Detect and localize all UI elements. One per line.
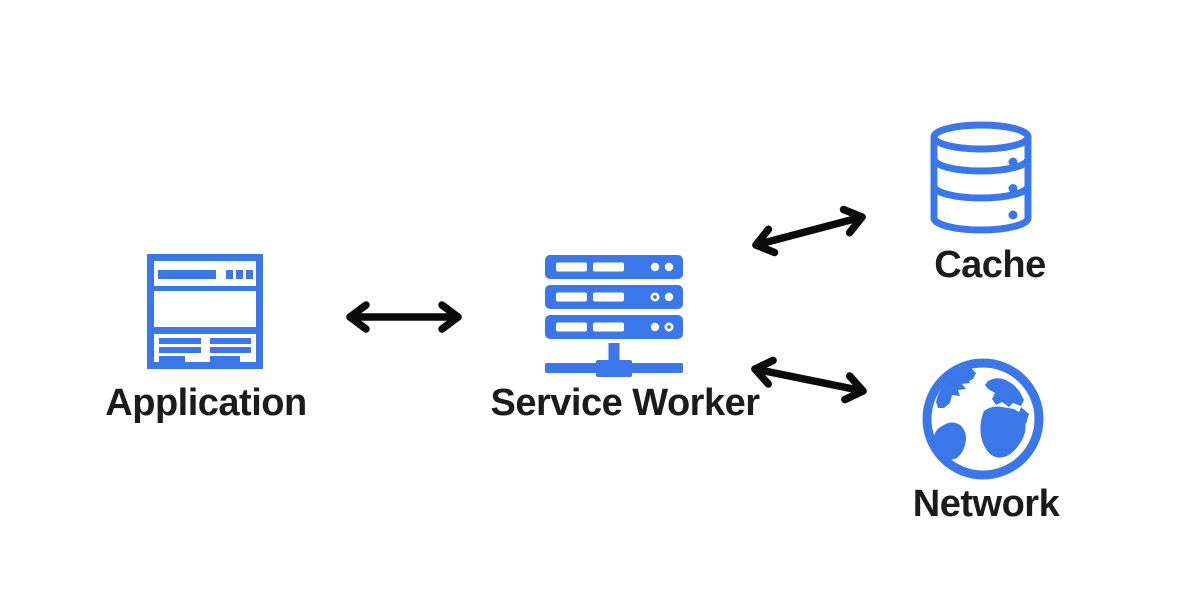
- node-label-network: Network: [912, 483, 1060, 525]
- globe-icon: [922, 358, 1044, 480]
- node-label-application: Application: [105, 382, 307, 424]
- cache-node: [929, 118, 1033, 234]
- database-cylinder-icon: [930, 121, 1032, 234]
- node-label-cache: Cache: [934, 244, 1046, 286]
- arrow-service-worker-cache: [752, 205, 866, 257]
- network-node: [922, 358, 1044, 480]
- application-node: [147, 254, 263, 369]
- browser-window-icon: [147, 254, 263, 369]
- server-stack-icon: [545, 255, 683, 377]
- service-worker-node: [545, 255, 683, 377]
- node-label-service-worker: Service Worker: [490, 382, 760, 424]
